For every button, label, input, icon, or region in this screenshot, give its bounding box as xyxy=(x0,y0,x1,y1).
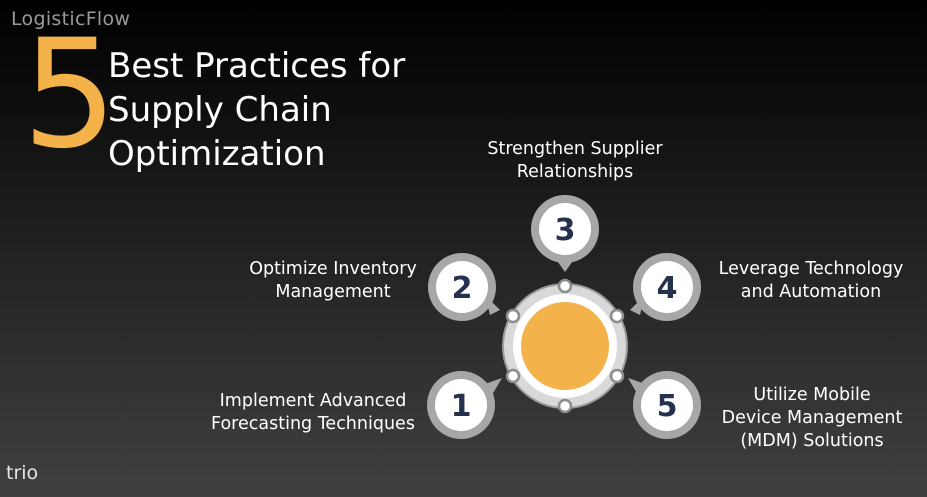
practice-label-2-line-2: Management xyxy=(275,282,391,302)
title-line-1: Best Practices for xyxy=(108,46,406,86)
page-title: Best Practices for Supply Chain Optimiza… xyxy=(108,44,405,176)
practice-label-1-line-1: Implement Advanced xyxy=(219,391,407,411)
practice-badge-5: 5 xyxy=(628,371,701,439)
footer-brand-logo: trio xyxy=(6,462,39,484)
practice-label-5-line-1: Utilize Mobile xyxy=(753,385,871,405)
brand-logo-text: LogisticFlow xyxy=(11,8,131,30)
practice-badge-2: 2 xyxy=(428,253,500,321)
practice-label-4-line-2: and Automation xyxy=(740,282,882,302)
practice-label-4-line-1: Leverage Technology xyxy=(718,259,904,279)
practice-label-3-line-1: Strengthen Supplier xyxy=(487,139,663,159)
practice-number-1: 1 xyxy=(451,389,472,424)
practice-number-2: 2 xyxy=(452,271,473,306)
practice-label-5: Utilize Mobile Device Management (MDM) S… xyxy=(710,384,914,453)
practice-number-4: 4 xyxy=(657,271,678,306)
practice-label-2-line-1: Optimize Inventory xyxy=(249,259,417,279)
practice-label-1: Implement Advanced Forecasting Technique… xyxy=(198,390,428,436)
practice-label-1-line-2: Forecasting Techniques xyxy=(211,414,415,434)
title-line-2: Supply Chain xyxy=(108,90,332,130)
practice-number-3: 3 xyxy=(555,213,576,248)
practice-label-3-line-2: Relationships xyxy=(516,162,634,182)
practice-label-2: Optimize Inventory Management xyxy=(228,258,438,304)
title-line-3: Optimization xyxy=(108,134,326,174)
practice-number-5: 5 xyxy=(657,389,678,424)
practice-label-4: Leverage Technology and Automation xyxy=(704,258,918,304)
hub-connector-dots xyxy=(505,278,625,414)
practice-badge-1: 1 xyxy=(427,371,502,439)
practice-badge-4: 4 xyxy=(630,253,701,321)
practice-label-5-line-3: (MDM) Solutions xyxy=(740,431,884,451)
central-hub xyxy=(502,283,628,409)
practice-label-3: Strengthen Supplier Relationships xyxy=(465,138,685,184)
practice-badge-3: 3 xyxy=(531,195,599,272)
title-big-number: 5 xyxy=(22,8,118,182)
practice-label-5-line-2: Device Management xyxy=(721,408,903,428)
